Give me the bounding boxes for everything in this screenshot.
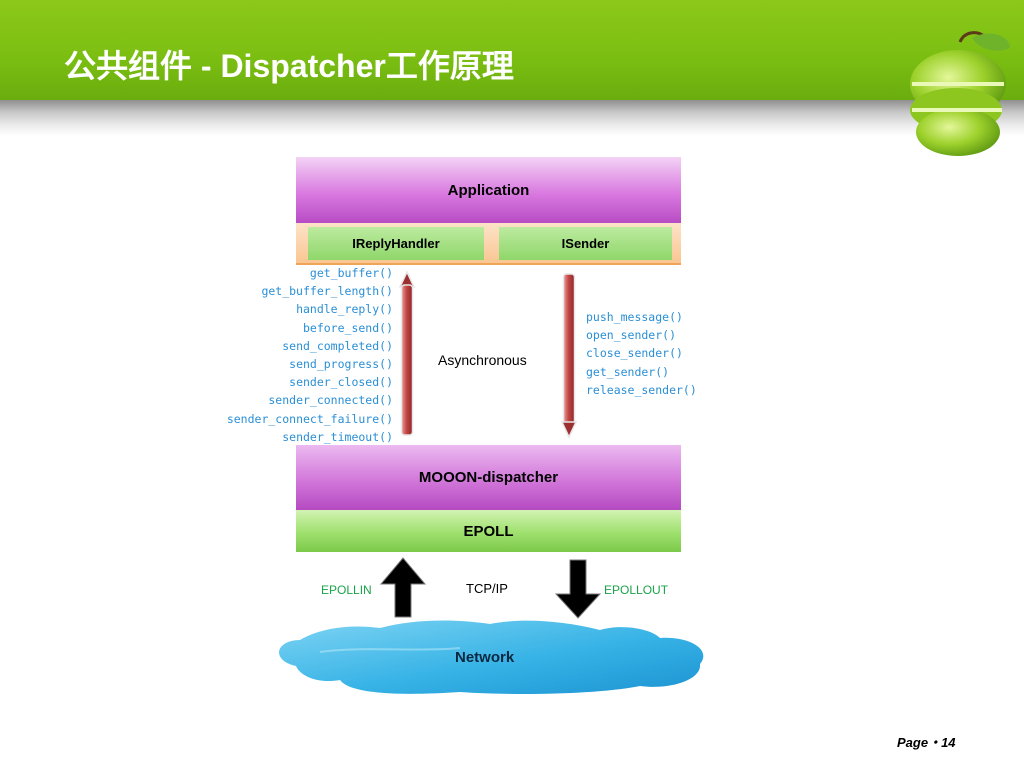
epollout-label: EPOLLOUT — [604, 583, 669, 597]
reply-method: before_send() — [302, 320, 393, 335]
page-number: Page・14 — [897, 735, 956, 750]
reply-method: get_buffer_length() — [261, 284, 393, 299]
sender-methods-list: push_message() open_sender() close_sende… — [586, 308, 697, 399]
epollin-arrow-icon — [379, 557, 427, 618]
ireplyhandler-box: IReplyHandler — [308, 227, 484, 260]
slide-title: 公共组件 - Dispatcher工作原理 — [64, 48, 514, 84]
epollout-arrow-icon — [554, 559, 602, 619]
dispatcher-box: MOOON-dispatcher — [296, 445, 681, 510]
apple-icon — [910, 31, 1010, 156]
interface-strip: IReplyHandler ISender — [296, 223, 681, 265]
asynchronous-label: Asynchronous — [438, 352, 527, 368]
cloud-icon — [279, 620, 704, 694]
isender-box: ISender — [499, 227, 672, 260]
reply-method: sender_closed() — [289, 375, 393, 390]
application-box: Application — [296, 157, 681, 223]
up-arrow-icon — [398, 270, 416, 436]
tcpip-label: TCP/IP — [466, 581, 508, 596]
reply-method: send_completed() — [282, 338, 393, 353]
epoll-box: EPOLL — [296, 510, 681, 552]
reply-method: send_progress() — [289, 357, 393, 372]
reply-method: sender_timeout() — [282, 429, 393, 444]
reply-methods-list: get_buffer() get_buffer_length() handle_… — [227, 264, 393, 446]
epollin-label: EPOLLIN — [321, 583, 372, 597]
sender-method: get_sender() — [586, 364, 670, 379]
sender-method: close_sender() — [586, 346, 683, 361]
down-arrow-icon — [560, 273, 578, 439]
sender-method: open_sender() — [586, 328, 677, 343]
network-label: Network — [455, 649, 515, 666]
reply-method: get_buffer() — [309, 266, 393, 280]
header-shadow — [0, 100, 1024, 136]
reply-method: sender_connected() — [268, 393, 393, 408]
reply-method: sender_connect_failure() — [226, 411, 393, 426]
reply-method: handle_reply() — [296, 302, 393, 317]
sender-method: release_sender() — [586, 382, 697, 397]
sender-method: push_message() — [586, 310, 683, 324]
header-bar — [0, 0, 1024, 100]
